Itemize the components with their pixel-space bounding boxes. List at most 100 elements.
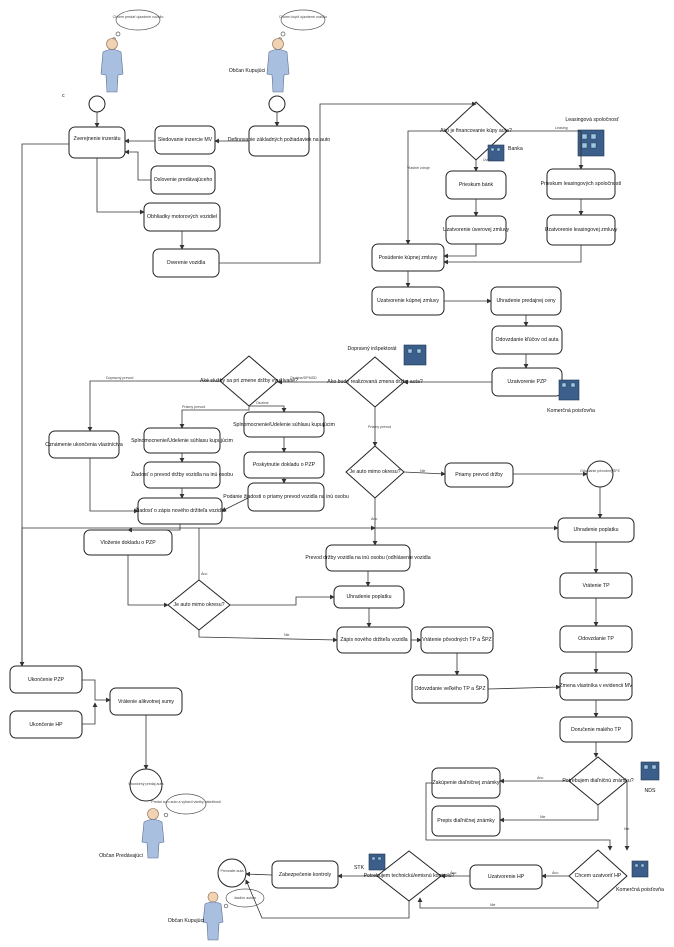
task-vlozenie-pzp: Vloženie dokladu o PZP <box>83 529 173 556</box>
svg-text:Áno: Áno <box>552 871 558 875</box>
svg-text:Odoslanie pôvodnej ŠPZ: Odoslanie pôvodnej ŠPZ <box>580 468 621 473</box>
task-uzatvorenie-pzp: Uzatvorenie PZP <box>491 367 563 397</box>
svg-text:Uhradenie poplatku: Uhradenie poplatku <box>347 594 392 600</box>
svg-text:Nie: Nie <box>624 827 629 831</box>
leasing-label: Leasingová spoločnosť <box>565 117 618 123</box>
svg-text:Chcem uzatvoriť HP: Chcem uzatvoriť HP <box>575 873 622 879</box>
svg-text:Prieskum leasingových spoločno: Prieskum leasingových spoločností <box>541 181 622 187</box>
actor-buyer-bottom: Jazdím autom Občan Kupujúci <box>168 888 265 941</box>
svg-text:Priamy prevod držby: Priamy prevod držby <box>455 472 503 478</box>
event-ukonceny-predaj: Ukončený predaj auta <box>129 768 164 802</box>
actor-seller-bottom: Predal som auto a vybavil všetky náležit… <box>99 793 221 859</box>
svg-text:Oslovenie predávajúceho: Oslovenie predávajúceho <box>154 177 213 183</box>
svg-text:Odovzdanie TP: Odovzdanie TP <box>578 636 614 642</box>
gateway-znamka: Potrebujem diaľničnú známku? <box>562 756 634 806</box>
svg-text:Potrebujem technickú/emisnú ko: Potrebujem technickú/emisnú kontrolu? <box>364 873 455 879</box>
task-odovzdanie-tp: Odovzdanie TP <box>559 625 633 653</box>
bubble-text: Chcem predať ojazdené vozidlo <box>113 15 164 19</box>
svg-text:Nie: Nie <box>490 903 495 907</box>
start-event-buyer <box>268 95 286 113</box>
svg-text:Nie: Nie <box>420 469 425 473</box>
svg-text:Ukončený predaj auta: Ukončený predaj auta <box>129 782 164 786</box>
dopravny-label: Dopravný inšpektorát <box>347 346 397 352</box>
svg-text:Priamy prevod: Priamy prevod <box>368 425 391 429</box>
svg-text:Prepis diaľničnej známky: Prepis diaľničnej známky <box>437 818 495 824</box>
bank-label: Banka <box>508 146 523 152</box>
bubble-text: Predal som auto a vybavil všetky náležit… <box>151 800 221 804</box>
task-uhradenie-ceny: Uhradenie predajnej ceny <box>490 286 562 316</box>
svg-text:Ako je financovanie kúpy auta?: Ako je financovanie kúpy auta? <box>440 128 512 134</box>
person-icon <box>207 891 219 903</box>
task-vratenie-tp: Vrátenie TP <box>559 572 633 599</box>
svg-text:Uhradenie predajnej ceny: Uhradenie predajnej ceny <box>496 298 556 304</box>
svg-text:Zápis nového držiteľa vozidla: Zápis nového držiteľa vozidla <box>340 637 407 643</box>
gateway-mimo-okresu-l: Je auto mimo okresu? <box>167 579 231 631</box>
leasing-building-icon: Leasingová spoločnosť <box>565 117 619 157</box>
task-obhliadky: Obhliadky motorových vozidiel <box>143 202 221 232</box>
svg-text:Vrátenie TP: Vrátenie TP <box>582 583 610 589</box>
task-priamy-prevod: Priamy prevod držby <box>444 462 514 488</box>
start-event-seller <box>88 95 106 113</box>
svg-text:Vlastné zdroje: Vlastné zdroje <box>407 166 430 170</box>
svg-text:Nie: Nie <box>284 633 289 637</box>
task-odovzdanie-klucov: Odovzdanie kľúčov od auta <box>491 325 563 355</box>
actor-buyer-top: Chcem kúpiť ojazdené vozidlo Občan Kupuj… <box>229 9 327 93</box>
task-uzatvorenie-uverovej: Uzatvorenie úverovej zmluvy <box>443 215 510 245</box>
svg-text:Dopravný prevod: Dopravný prevod <box>106 376 133 380</box>
svg-text:Uzatvorenie kúpnej zmluvy: Uzatvorenie kúpnej zmluvy <box>377 298 439 304</box>
task-uzatvorenie-kupnej: Uzatvorenie kúpnej zmluvy <box>371 286 445 316</box>
komercna-label: Komerčná poisťovňa <box>547 408 595 414</box>
svg-text:Priamy prevod: Priamy prevod <box>182 405 205 409</box>
bubble-text: Chcem kúpiť ojazdené vozidlo <box>279 15 327 19</box>
svg-text:Vrátenie pôvodných TP a ŠPZ: Vrátenie pôvodných TP a ŠPZ <box>422 636 491 643</box>
task-zverejnenie: Zverejnenie inzerátu <box>68 126 126 159</box>
svg-text:Overenie vozidla: Overenie vozidla <box>167 260 206 266</box>
svg-text:Prevzatie auta: Prevzatie auta <box>221 869 244 873</box>
svg-text:Osobne/DPMSD: Osobne/DPMSD <box>290 376 317 380</box>
task-vratenie-povodnych: Vrátenie pôvodných TP a ŠPZ <box>420 626 494 654</box>
svg-text:Osobne: Osobne <box>256 401 269 405</box>
task-uhradenie-poplatku-m: Uhradenie poplatku <box>333 585 405 609</box>
svg-text:Žiadosť o prevod držby vozidla: Žiadosť o prevod držby vozidla na inú os… <box>131 470 233 478</box>
svg-text:Uzatvorenie leasingovej zmluvy: Uzatvorenie leasingovej zmluvy <box>545 227 618 233</box>
bubble-text: Jazdím autom <box>234 896 257 900</box>
task-posudenie: Posúdenie kúpnej zmluvy <box>371 243 445 272</box>
svg-text:Splnomocnenie/Udelenie súhlasu: Splnomocnenie/Udelenie súhlasu kupujúcim <box>131 438 233 444</box>
svg-text:Áno: Áno <box>537 776 543 780</box>
svg-text:Aké služby sa pri zmene držby: Aké služby sa pri zmene držby využívané? <box>200 378 298 384</box>
flow-edges <box>19 101 630 919</box>
edge-labels: Vlastné zdroje Úver Leasing Dopravný pre… <box>106 126 629 907</box>
task-overenie: Overenie vozidla <box>152 248 220 278</box>
svg-text:Uzatvorenie PZP: Uzatvorenie PZP <box>507 379 547 385</box>
task-odovzdanie-velkeho: Odovzdanie veľkého TP a ŠPZ <box>411 674 489 704</box>
task-prepis-znamky: Prepis diaľničnej známky <box>431 805 501 837</box>
svg-text:Je auto mimo okresu?: Je auto mimo okresu? <box>173 602 224 608</box>
svg-text:Sledovanie inzercie MV: Sledovanie inzercie MV <box>158 137 213 143</box>
svg-text:Podanie žiadosti o priamy prev: Podanie žiadosti o priamy prevod vozidla… <box>223 494 349 500</box>
svg-text:Doručenie malého TP: Doručenie malého TP <box>571 727 622 733</box>
actor-label: Občan Kupujúci <box>168 918 205 924</box>
person-icon <box>272 38 284 50</box>
svg-text:Prevod držby vozidla na inú os: Prevod držby vozidla na inú osobu (odhlá… <box>305 555 430 561</box>
svg-text:Vloženie dokladu o PZP: Vloženie dokladu o PZP <box>100 540 156 546</box>
task-uzatvorenie-leasing: Uzatvorenie leasingovej zmluvy <box>545 214 618 246</box>
svg-text:Nie: Nie <box>540 815 545 819</box>
svg-text:Poskytnutie dokladu o PZP: Poskytnutie dokladu o PZP <box>253 462 316 468</box>
svg-text:Ukončenie HP: Ukončenie HP <box>29 722 63 728</box>
actor-label: Občan Predávajúci <box>99 853 143 859</box>
thought-bubble-buyer-top <box>280 9 326 31</box>
task-zapis-drzitela: Zápis nového držiteľa vozidla <box>336 626 412 654</box>
task-prieskum-bank: Prieskum bánk <box>445 170 507 200</box>
event-prevzatie-auta: Prevzatie auta <box>217 858 247 888</box>
svg-text:Zabezpečenie kontroly: Zabezpečenie kontroly <box>279 872 332 878</box>
person-icon <box>147 808 159 820</box>
svg-text:Žiadosť o zápis nového držiteľ: Žiadosť o zápis nového držiteľa vozidla <box>135 506 225 514</box>
svg-text:Úver: Úver <box>483 157 491 162</box>
thought-bubble-buyer-bottom <box>225 888 265 908</box>
nds-building-icon: NDS <box>640 761 660 794</box>
svg-text:Uzatvorenie HP: Uzatvorenie HP <box>488 874 525 880</box>
nds-label: NDS <box>645 788 656 794</box>
gateway-mimo-okresu-c: Je auto mimo okresu? <box>345 445 405 499</box>
task-zabezpecenie: Zabezpečenie kontroly <box>271 860 339 889</box>
